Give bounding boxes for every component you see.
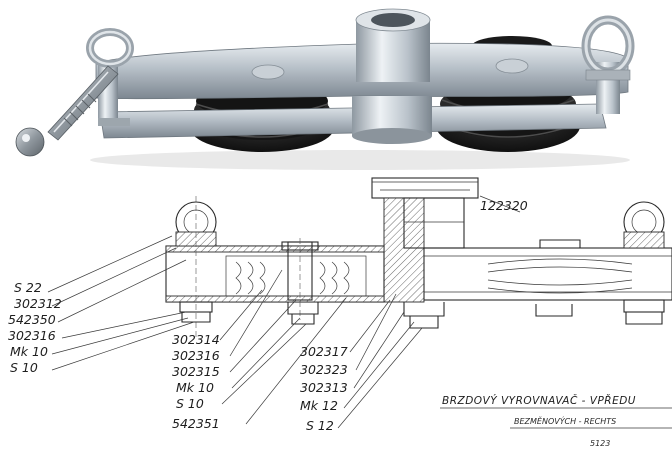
left-assembly <box>165 238 385 320</box>
part-label-center-2: 302316 <box>172 348 220 363</box>
part-label-right-1: 302317 <box>300 344 348 359</box>
part-label-left-4: 302316 <box>8 328 56 343</box>
part-label-right-4: Mk 12 <box>300 398 338 413</box>
drawing-number: 5123 <box>590 439 610 448</box>
right-eye-bolt <box>581 15 635 114</box>
title-line-2: BEZMĚNOVÝCH - RECHTS <box>514 415 616 426</box>
part-label-left-1: S 22 <box>14 280 42 295</box>
part-label-right-2: 302323 <box>300 362 348 377</box>
part-label-top: 122320 <box>480 198 528 213</box>
top-bracket <box>371 177 479 199</box>
plate-bolt-left <box>251 64 285 80</box>
part-label-right-5: S 12 <box>306 418 334 433</box>
leaders-left <box>47 235 195 371</box>
part-label-left-6: S 10 <box>10 360 38 375</box>
center-nut <box>287 302 319 325</box>
part-label-center-3: 302315 <box>172 364 220 379</box>
technical-drawing: 122320 S 22 302312 542350 302316 Mk 10 S… <box>8 177 672 448</box>
part-label-left-3: 542350 <box>8 312 56 327</box>
left-eyelet <box>175 196 217 340</box>
part-label-center-6: 542351 <box>172 416 220 431</box>
right-eyelet <box>623 201 665 325</box>
leaders-right <box>337 293 423 429</box>
cable-handle <box>15 65 119 157</box>
part-label-left-2: 302312 <box>14 296 62 311</box>
right-assembly <box>423 239 672 301</box>
leaders-center <box>219 269 347 425</box>
part-label-center-1: 302314 <box>172 332 220 347</box>
leader-top <box>479 195 521 213</box>
part-label-right-3: 302313 <box>300 380 348 395</box>
plate-bolt-right <box>495 58 529 74</box>
part-label-center-4: Mk 10 <box>176 380 214 395</box>
title-line-1: BRZDOVÝ VYROVNAVAČ - VPŘEDU <box>442 394 636 407</box>
right-nut <box>535 304 573 317</box>
part-label-left-5: Mk 10 <box>10 344 48 359</box>
product-photo <box>15 8 635 170</box>
photo-shadow <box>90 150 630 170</box>
housing-nut <box>403 302 445 329</box>
part-label-center-5: S 10 <box>176 396 204 411</box>
left-eye-bolt <box>86 28 134 126</box>
center-sleeve <box>352 8 432 144</box>
